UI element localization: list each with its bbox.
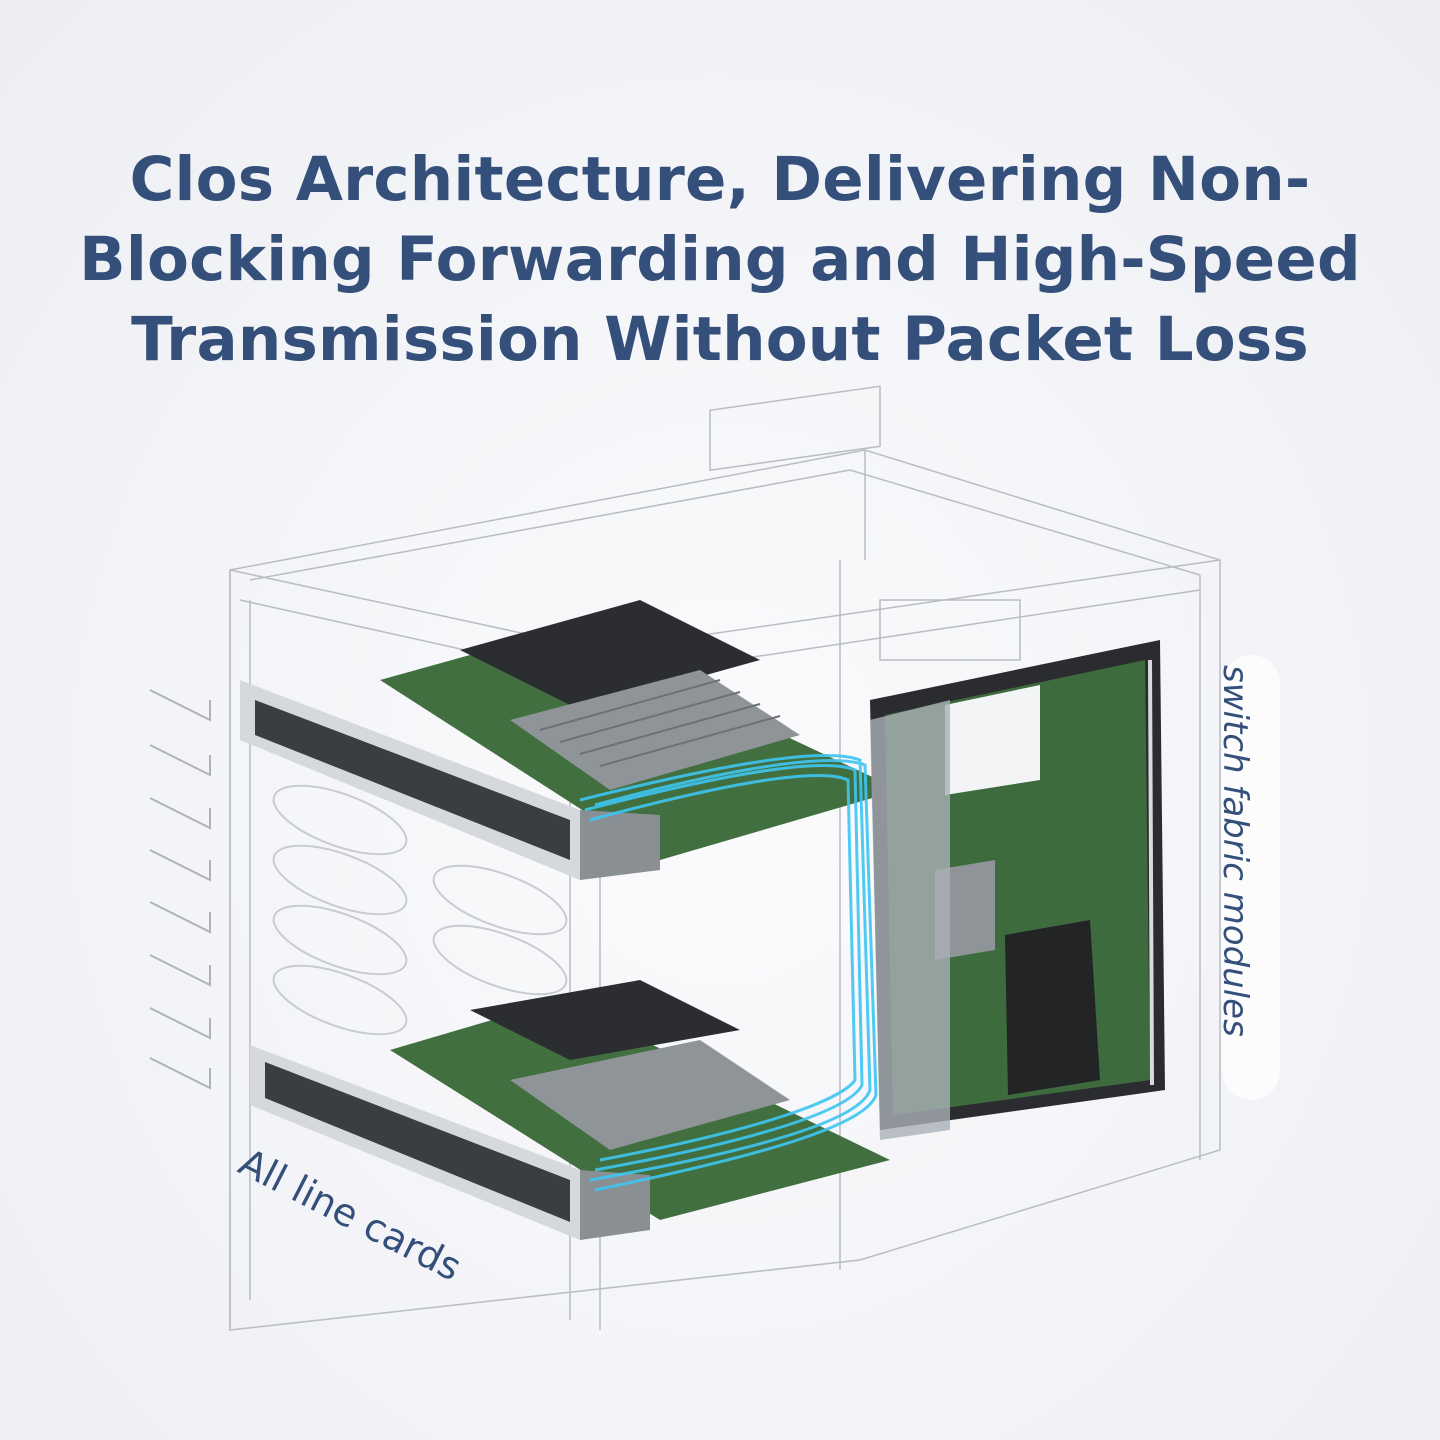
page-title: Clos Architecture, Delivering Non- Block… xyxy=(0,140,1440,380)
line-card-lower xyxy=(250,980,890,1240)
title-line-3: Transmission Without Packet Loss xyxy=(131,304,1309,375)
ejector-hooks xyxy=(149,689,211,1090)
title-line-1: Clos Architecture, Delivering Non- xyxy=(129,144,1311,215)
switch-fabric-module xyxy=(870,640,1165,1140)
switch-fabric-label: switch fabric modules xyxy=(1215,665,1255,1037)
fabric-connections xyxy=(579,754,878,1192)
title-line-2: Blocking Forwarding and High-Speed xyxy=(79,224,1361,295)
fabric-label-backdrop xyxy=(1222,655,1280,1100)
line-card-upper xyxy=(240,600,900,880)
